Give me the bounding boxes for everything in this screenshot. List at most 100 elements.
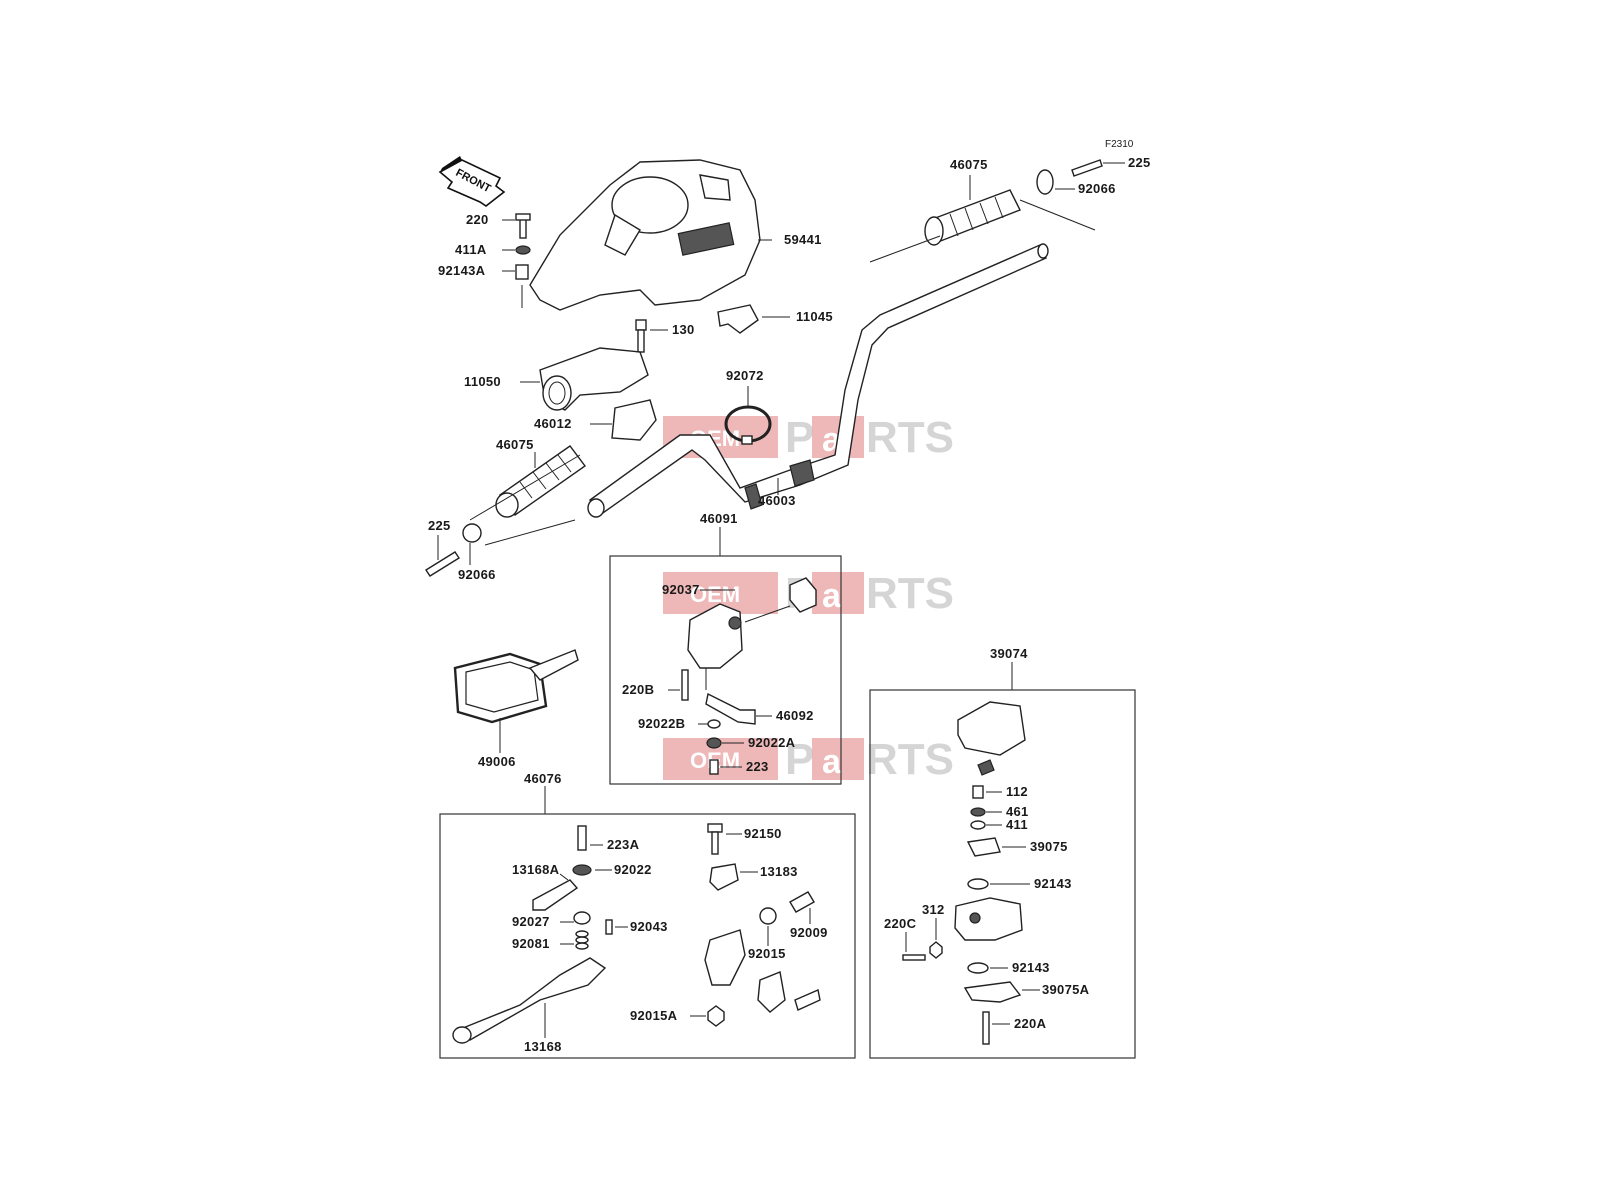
switch-housing-lower-part [954, 897, 1023, 941]
label-225-top: 225 [1128, 155, 1151, 170]
label-46091: 46091 [700, 511, 738, 526]
spring-92081-part [575, 930, 589, 950]
svg-text:a: a [822, 743, 842, 781]
lever-assembly-box [439, 813, 856, 1059]
label-92143A: 92143A [438, 263, 486, 278]
label-92022: 92022 [614, 862, 652, 877]
label-92043: 92043 [630, 919, 668, 934]
label-220C: 220C [884, 916, 917, 931]
switch-housing-upper-part [957, 701, 1026, 756]
holder-11050-part [539, 347, 649, 411]
label-461: 461 [1006, 804, 1029, 819]
label-223: 223 [746, 759, 769, 774]
lever-holder-part [704, 929, 821, 1013]
label-39075A: 39075A [1042, 982, 1090, 997]
label-411A: 411A [455, 242, 487, 257]
label-92022A: 92022A [748, 735, 796, 750]
label-92066-left: 92066 [458, 567, 496, 582]
label-11045: 11045 [796, 309, 833, 324]
bolt-223A-part [577, 825, 587, 851]
bracket-11045-part [717, 304, 759, 334]
svg-text:RTS: RTS [866, 413, 954, 462]
clip-part [977, 759, 995, 776]
nut-92015-part [759, 907, 777, 925]
grip-left-part [425, 445, 586, 577]
washer-411A-part [515, 245, 531, 255]
label-130: 130 [672, 322, 695, 337]
washer-461-part [970, 807, 986, 817]
lever-39075A-part [963, 981, 1022, 1003]
label-220A: 220A [1014, 1016, 1047, 1031]
label-92081: 92081 [512, 936, 550, 951]
figure-code: F2310 [1105, 139, 1134, 150]
label-46075-left: 46075 [496, 437, 534, 452]
label-46012: 46012 [534, 416, 572, 431]
label-39075: 39075 [1030, 839, 1068, 854]
label-92143-a: 92143 [1034, 876, 1072, 891]
screw-220C-part [902, 954, 926, 961]
label-92015A: 92015A [630, 1008, 678, 1023]
label-92072: 92072 [726, 368, 764, 383]
grommet-92143-a-part [967, 878, 989, 890]
screw-220B-part [681, 669, 689, 701]
svg-text:P: P [785, 413, 814, 462]
screw-112-part [972, 785, 984, 799]
handlebar-46003-part [587, 243, 1049, 518]
lever-13168-part [452, 957, 607, 1044]
guard-49006-part [453, 649, 579, 724]
label-92037: 92037 [662, 582, 700, 597]
svg-text:RTS: RTS [866, 735, 954, 784]
collar-92027-part [573, 911, 591, 925]
label-46075-top: 46075 [950, 157, 988, 172]
front-arrow-icon: FRONT [438, 156, 506, 207]
label-92066-top: 92066 [1078, 181, 1116, 196]
label-46003: 46003 [758, 493, 796, 508]
grommet-92143-b-part [967, 962, 989, 974]
svg-text:a: a [822, 577, 842, 615]
label-13168A: 13168A [512, 862, 560, 877]
grip-right-part [924, 159, 1103, 246]
screw-220A-part [982, 1011, 990, 1045]
label-11050: 11050 [464, 374, 501, 389]
label-92009: 92009 [790, 925, 828, 940]
meter-cover-part [529, 159, 761, 311]
label-59441: 59441 [784, 232, 822, 247]
nut-312-part [929, 941, 943, 959]
svg-text:OEM: OEM [690, 582, 740, 607]
plate-39075-part [966, 837, 1001, 857]
washer-411-part [970, 820, 986, 830]
label-411: 411 [1006, 817, 1028, 832]
bolt-92150-part [707, 823, 723, 855]
label-46076: 46076 [524, 771, 562, 786]
label-49006: 49006 [478, 754, 516, 769]
label-312: 312 [922, 902, 945, 917]
washer-92022A-part [706, 737, 722, 749]
grommet-92143A-part [515, 264, 529, 280]
label-13168: 13168 [524, 1039, 562, 1054]
label-112: 112 [1006, 784, 1028, 799]
screw-220-part [515, 213, 531, 239]
label-46092: 46092 [776, 708, 814, 723]
label-220: 220 [466, 212, 489, 227]
label-39074: 39074 [990, 646, 1028, 661]
label-223A: 223A [607, 837, 640, 852]
bolt-130-part [635, 319, 647, 353]
svg-text:P: P [785, 735, 814, 784]
adjuster-92009-part [789, 891, 815, 913]
clamp-92072-part [724, 405, 772, 445]
label-92143-b: 92143 [1012, 960, 1050, 975]
switch-46091-part [687, 577, 817, 690]
holder-46012-part [611, 399, 657, 441]
plate-13168A-part [532, 879, 579, 911]
washer-92022-part [572, 864, 592, 876]
label-92015: 92015 [748, 946, 786, 961]
label-92022B: 92022B [638, 716, 685, 731]
washer-92022B-part [707, 719, 721, 729]
screw-223-part [709, 759, 719, 775]
label-92150: 92150 [744, 826, 782, 841]
label-225-left: 225 [428, 518, 451, 533]
lever-46092-part [705, 692, 756, 725]
label-92027: 92027 [512, 914, 550, 929]
nut-92015A-part [707, 1005, 725, 1027]
